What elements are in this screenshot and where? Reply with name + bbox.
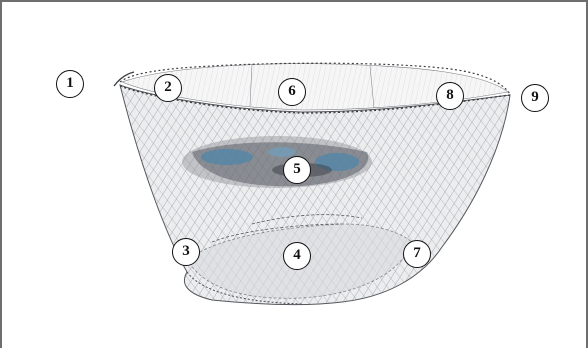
catch-cluster <box>182 136 372 188</box>
marker-8: 8 <box>436 82 464 110</box>
marker-1: 1 <box>56 70 84 98</box>
marker-3: 3 <box>172 238 200 266</box>
marker-7: 7 <box>403 240 431 268</box>
marker-9: 9 <box>521 84 549 112</box>
marker-4: 4 <box>283 242 311 270</box>
marker-5: 5 <box>283 156 311 184</box>
marker-6: 6 <box>278 78 306 106</box>
marker-2: 2 <box>154 74 182 102</box>
